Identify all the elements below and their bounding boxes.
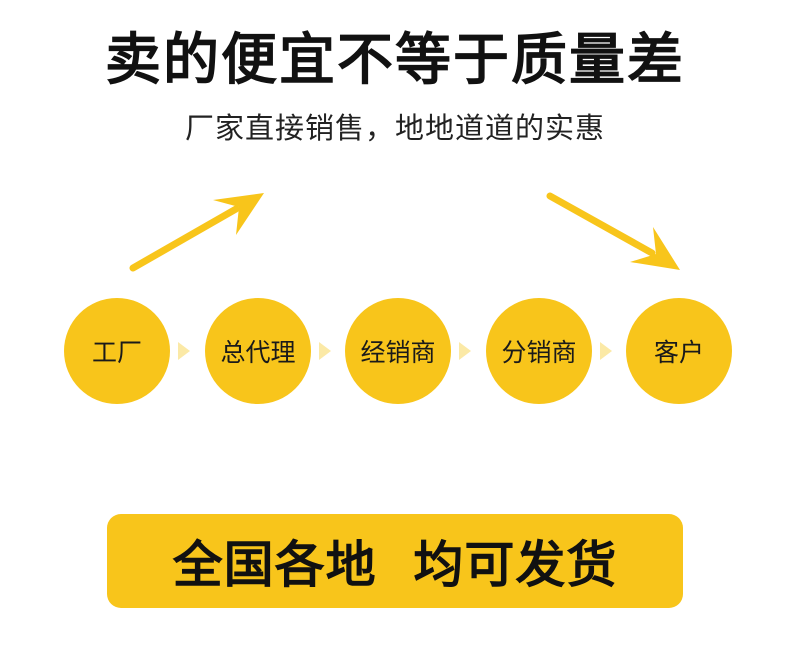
chevron-right-icon	[319, 342, 331, 360]
flow-node-label: 客户	[653, 338, 704, 367]
flow-node-distributor: 经销商	[345, 298, 451, 404]
arrow-down-right-icon	[546, 192, 680, 270]
flow-node-sub-distributor: 分销商	[486, 298, 592, 404]
flow-node-general-agent: 总代理	[205, 298, 311, 404]
shipping-banner-text: 全国各地 均可发货	[172, 536, 618, 594]
chevron-right-icon	[178, 342, 190, 360]
flow-node-label: 分销商	[501, 338, 577, 367]
page-title: 卖的便宜不等于质量差	[105, 28, 685, 93]
flow-node-label: 工厂	[91, 338, 142, 367]
flow-node-factory: 工厂	[64, 298, 170, 404]
shipping-banner: 全国各地 均可发货	[107, 514, 683, 608]
page-subtitle: 厂家直接销售，地地道道的实惠	[184, 111, 605, 145]
flow-node-label: 总代理	[220, 338, 296, 367]
flow-node-customer: 客户	[626, 298, 732, 404]
chevron-right-icon	[459, 342, 471, 360]
chevron-right-icon	[600, 342, 612, 360]
arrow-up-right-icon	[129, 193, 264, 272]
flow-node-label: 经销商	[360, 338, 436, 367]
